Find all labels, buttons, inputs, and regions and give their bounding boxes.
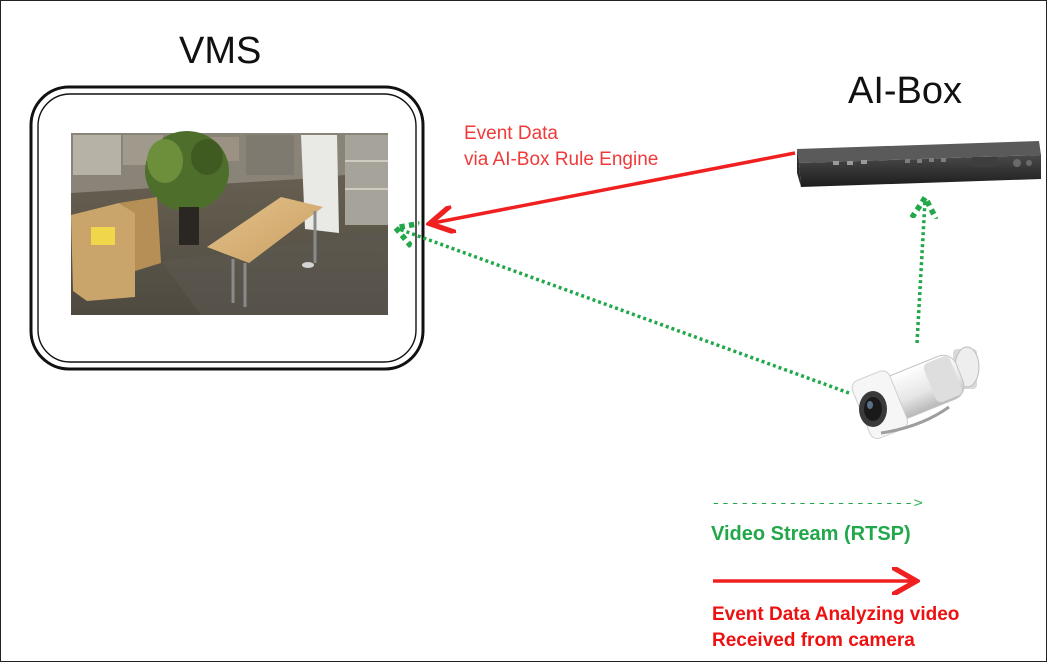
video-stream-arrow-to-aibox bbox=[917, 201, 925, 344]
event-data-label-line1: Event Data bbox=[464, 123, 558, 144]
camera-icon bbox=[851, 346, 980, 439]
legend-video-stream-label: Video Stream (RTSP) bbox=[711, 523, 911, 545]
event-data-label: Event Data via AI-Box Rule Engine bbox=[464, 121, 658, 173]
legend-event-line2: Received from camera bbox=[712, 630, 915, 651]
vms-camera-view-image bbox=[71, 131, 388, 315]
vms-title: VMS bbox=[179, 30, 262, 72]
legend-event-data-label: Event Data Analyzing video Received from… bbox=[712, 602, 959, 654]
legend-dashed-arrow: ---------------------> bbox=[711, 496, 923, 511]
video-stream-arrow-to-vms bbox=[399, 229, 850, 395]
event-data-label-line2: via AI-Box Rule Engine bbox=[464, 149, 659, 170]
aibox-icon bbox=[797, 141, 1041, 187]
legend-event-line1: Event Data Analyzing video bbox=[712, 604, 960, 625]
event-data-arrow bbox=[433, 151, 796, 223]
aibox-title: AI-Box bbox=[848, 70, 963, 112]
